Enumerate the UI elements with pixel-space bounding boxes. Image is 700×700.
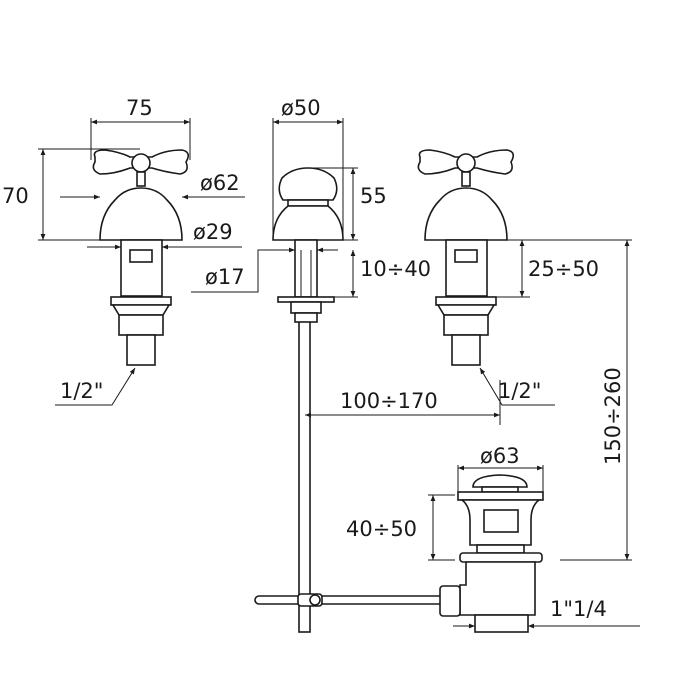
dim-left-thread: 1/2"	[60, 379, 103, 403]
dim-stem-dia: ø29	[193, 220, 233, 244]
dim-waste-thread: 1"1/4	[550, 597, 607, 621]
dim-waste-height: 40÷50	[346, 517, 417, 541]
popup-waste	[254, 474, 544, 633]
dim-height-70: 70	[2, 184, 29, 208]
dim-knob-dia: ø50	[281, 96, 321, 120]
dim-deck-range-center: 10÷40	[360, 257, 431, 281]
dim-rod-dia: ø17	[205, 265, 245, 289]
dim-cap-dia: ø63	[480, 444, 520, 468]
dim-drain-height: 150÷260	[601, 367, 625, 465]
dim-knob-height: 55	[360, 184, 387, 208]
right-tap	[417, 149, 515, 366]
dim-right-thread: 1/2"	[498, 379, 541, 403]
dim-deck-range-right: 25÷50	[528, 257, 599, 281]
popup-knob	[272, 167, 344, 633]
waste-dimensions	[428, 465, 640, 629]
left-tap	[92, 149, 190, 366]
dim-spacing: 100÷170	[340, 389, 438, 413]
dim-width-75: 75	[126, 96, 153, 120]
popup-knob-dimensions	[191, 118, 358, 298]
left-tap-dimensions	[38, 118, 245, 406]
right-tap-dimensions	[305, 239, 632, 561]
dim-dome-dia: ø62	[200, 171, 240, 195]
